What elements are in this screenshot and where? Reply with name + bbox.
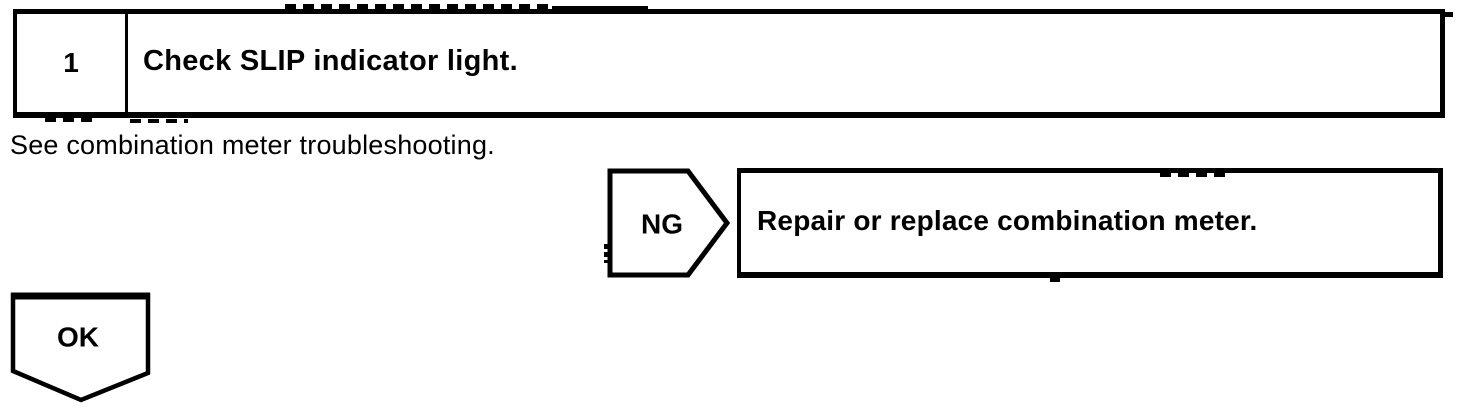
scan-artifact-top-bar — [552, 6, 648, 14]
scan-artifact-action-box-bottom-tick — [1050, 278, 1060, 282]
ok-label: OK — [57, 322, 99, 353]
scan-artifact-ng-left-ticks — [604, 244, 610, 263]
scan-artifact-under-box-left — [45, 118, 93, 122]
step-header-box: 1 Check SLIP indicator light. — [13, 9, 1445, 118]
ng-action-text: Repair or replace combination meter. — [757, 205, 1258, 236]
scan-artifact-under-box-right — [130, 119, 188, 123]
ng-label: NG — [641, 209, 683, 240]
scan-artifact-top-dashes — [285, 4, 553, 9]
step-number: 1 — [17, 14, 128, 112]
ng-connector-pentagon: NG — [607, 168, 731, 278]
scan-artifact-action-box-top — [1160, 173, 1230, 177]
ng-action-box: Repair or replace combination meter. — [737, 168, 1443, 278]
scan-artifact-corner-tick — [1445, 12, 1453, 17]
ng-pentagon-outline — [607, 168, 731, 278]
instruction-text: See combination meter troubleshooting. — [10, 130, 495, 160]
ok-connector-pentagon: OK — [10, 292, 151, 403]
step-title: Check SLIP indicator light. — [143, 44, 518, 77]
